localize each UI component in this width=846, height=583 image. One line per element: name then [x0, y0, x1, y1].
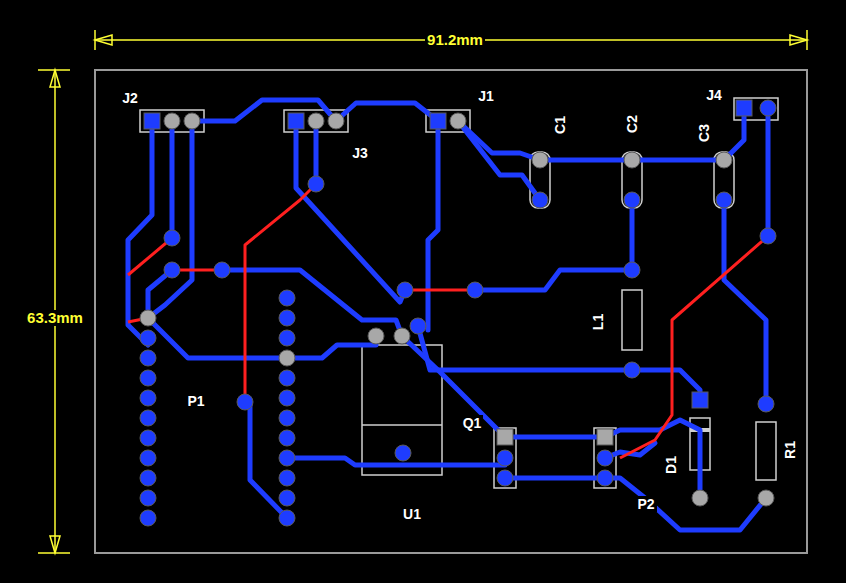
part-designator: C3 [696, 122, 712, 144]
part-designator: P1 [185, 393, 206, 409]
part-designator: J3 [350, 145, 370, 161]
part-designator: Q1 [461, 415, 484, 431]
dimension-lines [38, 30, 807, 553]
part-designator: J2 [120, 90, 140, 106]
part-designator: U1 [401, 506, 423, 522]
part-designator: J4 [704, 87, 724, 103]
component-outlines [140, 98, 778, 488]
pads [140, 100, 776, 526]
bottom-traces [128, 100, 768, 530]
dimension-label: 63.3mm [25, 310, 85, 326]
part-designator: L1 [590, 312, 606, 332]
board-outline [95, 70, 807, 553]
dimension-label: 91.2mm [425, 32, 485, 48]
part-designator: R1 [782, 439, 798, 461]
part-designator: P2 [635, 496, 656, 512]
part-designator: C1 [552, 114, 568, 136]
part-designator: C2 [624, 113, 640, 135]
part-designator: D1 [663, 454, 679, 476]
part-designator: J1 [476, 88, 496, 104]
top-traces [128, 184, 768, 458]
